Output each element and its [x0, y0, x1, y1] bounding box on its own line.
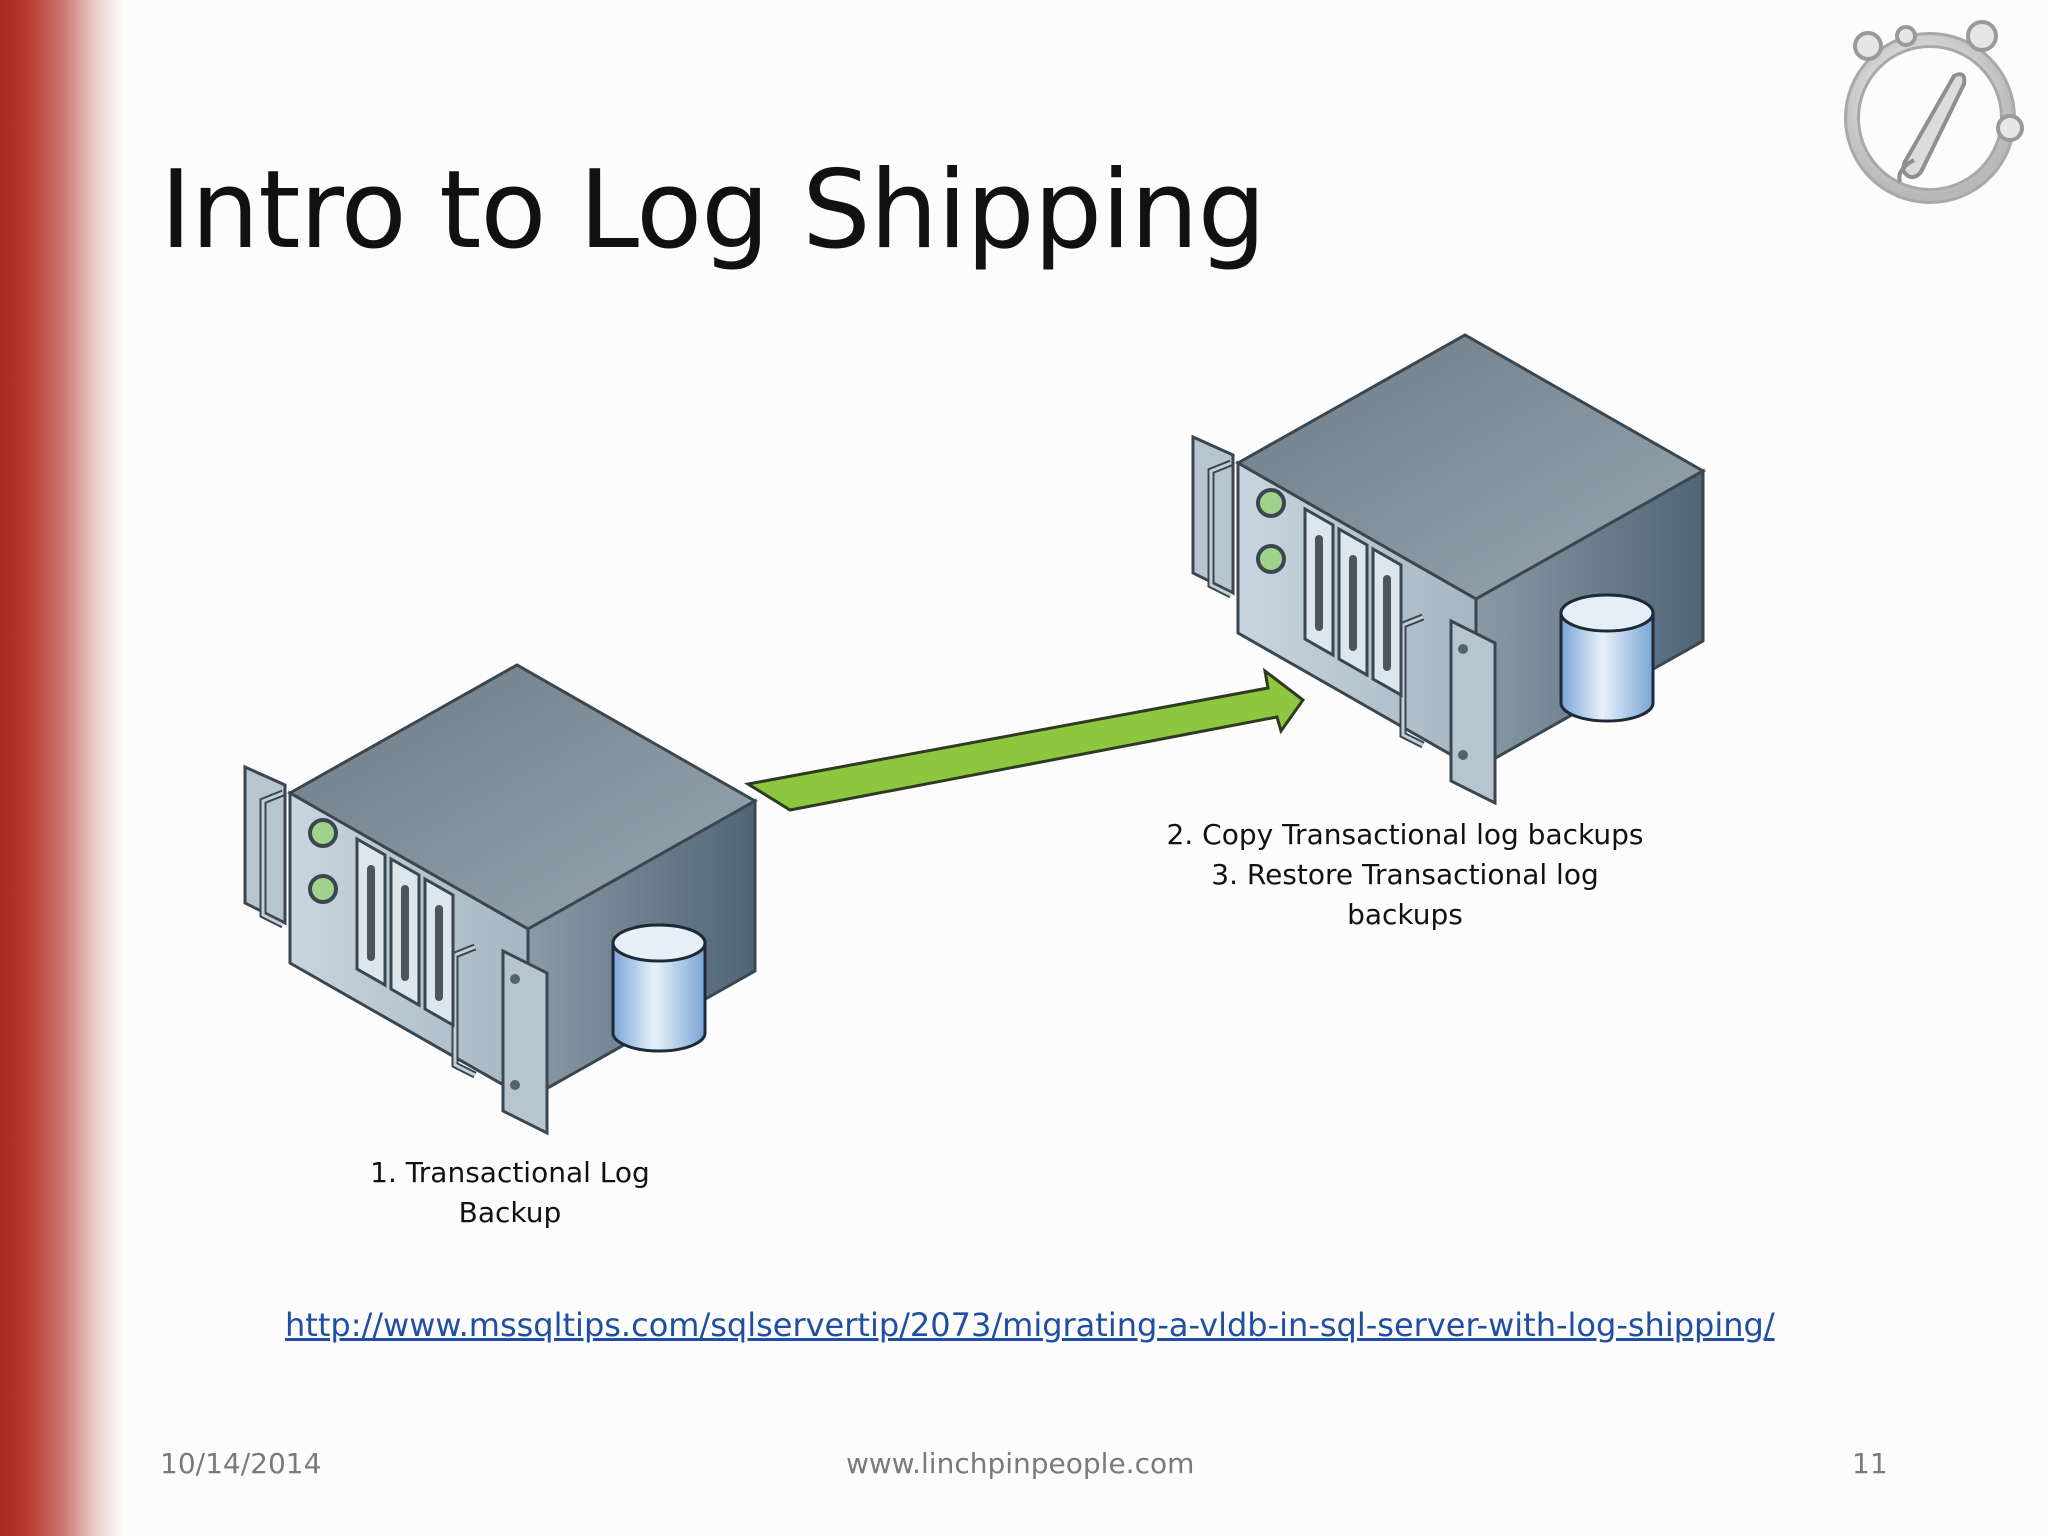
footer-date: 10/14/2014 — [160, 1447, 322, 1480]
primary-server-label: 1. Transactional Log Backup — [340, 1153, 680, 1233]
primary-label-line: Backup — [458, 1196, 562, 1229]
footer-site: www.linchpinpeople.com — [846, 1447, 1195, 1480]
slide-title: Intro to Log Shipping — [160, 148, 1266, 273]
primary-server-icon — [45, 605, 755, 1133]
source-link[interactable]: http://www.mssqltips.com/sqlservertip/20… — [285, 1306, 1775, 1344]
secondary-label-line: 3. Restore Transactional log — [1211, 858, 1599, 891]
secondary-label-line: backups — [1347, 898, 1463, 931]
footer-page-number: 11 — [1852, 1447, 1888, 1480]
primary-label-line: 1. Transactional Log — [370, 1156, 650, 1189]
green-arrow-icon — [743, 667, 1306, 812]
secondary-server-label: 2. Copy Transactional log backups 3. Res… — [1140, 815, 1670, 935]
linchpin-people-logo-icon — [1844, 20, 2024, 204]
secondary-label-line: 2. Copy Transactional log backups — [1166, 818, 1644, 851]
